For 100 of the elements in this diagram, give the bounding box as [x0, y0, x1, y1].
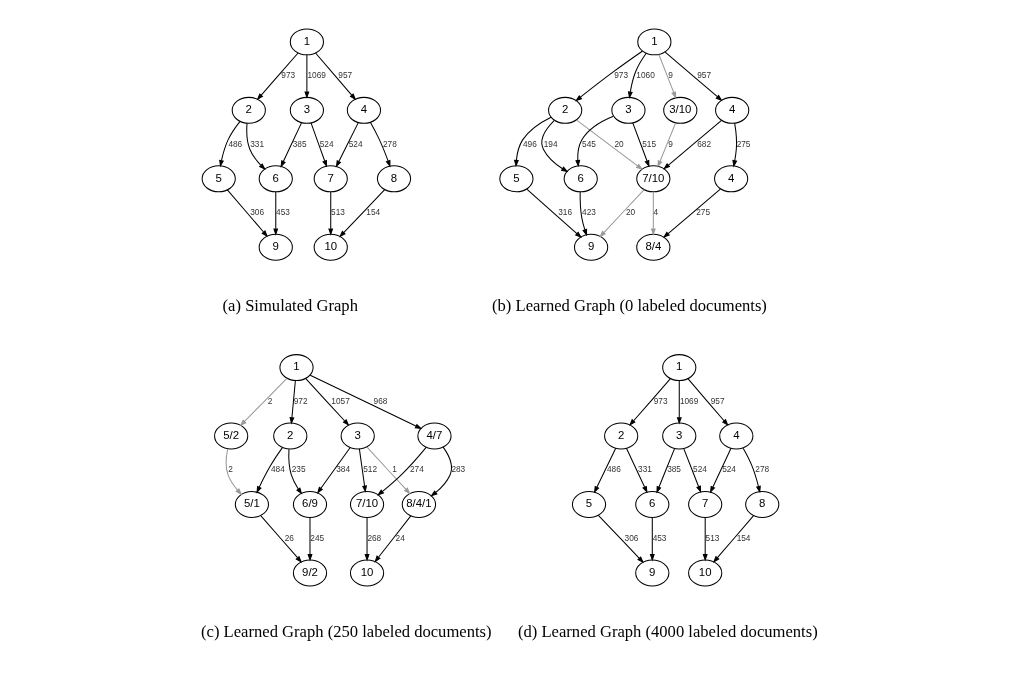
arrow: [288, 380, 296, 425]
arrow: [676, 380, 682, 425]
arrow: [218, 121, 240, 168]
edge-label: 331: [637, 464, 652, 475]
arrow: [631, 122, 649, 168]
arrow: [369, 121, 390, 168]
arrow: [575, 119, 643, 171]
arrow: [335, 122, 359, 168]
node-ellipse: 7: [687, 491, 722, 518]
node-ellipse: 4: [713, 165, 748, 193]
arrow: [303, 54, 309, 99]
node-ellipse: 2: [231, 96, 266, 124]
node-ellipse: 5: [571, 491, 606, 518]
edge-label: 316: [557, 207, 572, 217]
edge-label: 1069: [307, 70, 326, 81]
arrow: [245, 122, 266, 171]
edge-label: 194: [543, 138, 558, 149]
arrow: [579, 191, 587, 237]
node-ellipse: 1: [289, 28, 324, 56]
label: (d) Learned Graph (4000 labeled documents): [517, 622, 818, 642]
arrow: [731, 122, 737, 168]
arrow: [366, 446, 411, 495]
arrow: [306, 517, 313, 562]
edge-label: 423: [581, 207, 596, 217]
arrow: [598, 189, 645, 238]
arrow: [272, 191, 278, 236]
edge-label: 9: [667, 138, 673, 149]
edge-label: 278: [382, 138, 397, 149]
arrow: [742, 447, 761, 494]
edge-label: 973: [653, 395, 667, 406]
edge-label: 283: [450, 464, 465, 475]
node-ellipse: 3/10: [662, 96, 697, 124]
edge-label: 453: [275, 207, 290, 217]
arrow: [655, 448, 675, 494]
node-ellipse: 1: [636, 28, 671, 56]
edge-label: 973: [280, 70, 295, 81]
arrow: [226, 189, 268, 238]
node-ellipse: 6: [563, 165, 598, 193]
arrow: [255, 447, 283, 494]
edge-label: 515: [641, 138, 656, 149]
node-ellipse: 5: [498, 165, 534, 193]
edge-label: 9: [667, 70, 673, 81]
edge-label: 384: [335, 464, 350, 475]
edge-label: 484: [270, 464, 285, 475]
edge-label: 306: [249, 207, 264, 217]
arrow: [662, 119, 722, 170]
arrow: [429, 446, 452, 497]
node-ellipse: 7: [313, 165, 348, 193]
node-ellipse: 6: [634, 491, 669, 518]
node-ellipse: 1: [278, 354, 314, 382]
edge-label: 957: [337, 70, 352, 81]
edge-label: 1069: [679, 395, 698, 406]
edge-label: 524: [692, 464, 707, 475]
arrow: [627, 52, 647, 99]
edge-label: 453: [652, 532, 666, 543]
arrow: [686, 378, 729, 427]
edge-label: 20: [625, 207, 635, 217]
arrow: [682, 448, 701, 494]
arrow: [373, 515, 411, 563]
arrow: [287, 448, 302, 495]
arrow: [309, 374, 422, 430]
node-ellipse: 2: [603, 422, 638, 450]
arrow: [709, 447, 732, 494]
node-ellipse: 4: [718, 422, 753, 450]
arrow: [513, 116, 552, 168]
node-ellipse: 2: [272, 422, 307, 450]
edge-label: 496: [522, 138, 537, 149]
arrow: [662, 188, 721, 239]
arrow: [225, 448, 242, 496]
node-ellipse: 6/9: [292, 491, 327, 518]
arrow: [650, 191, 656, 236]
arrow: [593, 447, 616, 494]
label: (a) Simulated Graph: [222, 296, 358, 316]
edge-label: 2: [267, 395, 272, 406]
node-ellipse: 8: [744, 491, 779, 518]
arrow: [574, 50, 643, 102]
arrow: [649, 517, 655, 562]
arrow: [574, 115, 614, 168]
edge-label: 24: [395, 532, 405, 543]
edge-label: 26: [284, 532, 294, 543]
node-ellipse: 9: [258, 233, 293, 261]
edge-label: 1057: [330, 395, 350, 406]
edge-label: 682: [696, 138, 711, 149]
edge-label: 486: [227, 138, 242, 149]
node-ellipse: 10: [687, 559, 722, 587]
arrow: [327, 191, 333, 236]
node-ellipse: 5/2: [213, 422, 248, 450]
node-ellipse: 9: [634, 559, 669, 587]
edge-label: 4: [653, 207, 658, 217]
edge-label: 154: [365, 207, 380, 217]
edge-label: 513: [705, 532, 719, 543]
edge-label: 1060: [635, 70, 655, 81]
edge-label: 2: [227, 464, 233, 475]
edge-label: 20: [613, 138, 624, 149]
edge-label: 513: [330, 207, 345, 217]
edge-label: 154: [736, 532, 750, 543]
edge-label: 385: [292, 138, 307, 149]
node-ellipse: 9/2: [292, 559, 327, 587]
label: (c) Learned Graph (250 labeled documents): [200, 622, 492, 642]
edge-label: 274: [409, 464, 424, 475]
